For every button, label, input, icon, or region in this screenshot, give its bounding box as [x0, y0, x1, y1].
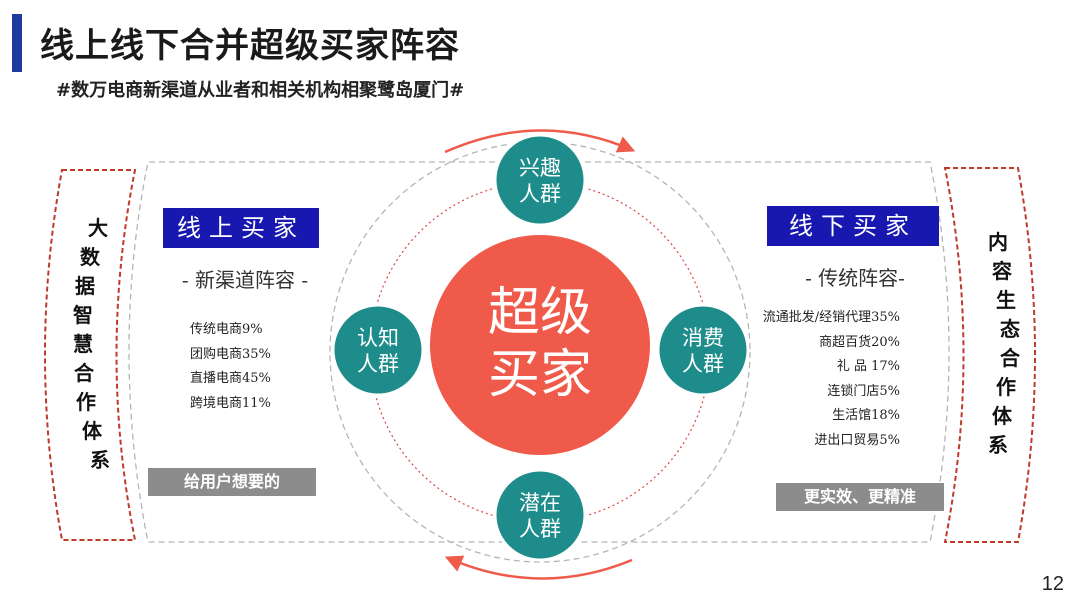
top-arrow-arc	[444, 129, 636, 154]
vertical-char: 合	[74, 361, 94, 385]
vertical-char: 慧	[73, 332, 93, 356]
bubble-left-line2: 人群	[357, 352, 399, 376]
online-list: 传统电商9% 团购电商35% 直播电商45% 跨境电商11%	[190, 318, 271, 416]
vertical-char: 智	[73, 303, 93, 327]
outer-ring	[329, 141, 751, 563]
list-item: 商超百货20%	[819, 334, 900, 350]
title-accent-bar	[12, 14, 22, 72]
list-item: 生活馆18%	[832, 408, 900, 423]
online-buyers-tag: 线上买家	[163, 208, 319, 248]
vertical-char: 作	[76, 390, 96, 414]
bubble-right-line1: 消费	[682, 326, 724, 350]
bubble-right-circle	[656, 303, 750, 397]
bubble-right-line2: 人群	[682, 352, 724, 376]
vertical-char: 数	[80, 245, 100, 269]
list-item: 传统电商9%	[190, 322, 263, 337]
vertical-char: 合	[1000, 346, 1020, 370]
vertical-char: 内	[988, 230, 1008, 254]
center-line2: 买家	[487, 345, 592, 405]
vertical-char: 大	[88, 216, 108, 240]
offline-buyers-tag: 线下买家	[767, 206, 939, 246]
online-value-button: 给用户想要的	[148, 468, 316, 496]
offline-value-button: 更实效、更精准	[776, 483, 944, 511]
list-item: 跨境电商11%	[190, 395, 271, 411]
vertical-char: 体	[992, 404, 1012, 428]
offline-subtitle: - 传统阵容-	[805, 266, 905, 290]
bubble-left-circle	[331, 303, 425, 397]
vertical-char: 据	[75, 274, 95, 298]
bubble-bottom-line2: 人群	[519, 517, 561, 541]
list-item: 团购电商35%	[190, 346, 271, 362]
vertical-char: 生	[996, 288, 1016, 312]
bubble-bottom-line1: 潜在	[519, 491, 561, 515]
vertical-char: 系	[988, 433, 1008, 457]
bubble-top-line2: 人群	[519, 182, 561, 206]
vertical-char: 体	[82, 419, 102, 443]
bubble-top: 兴趣 人群	[505, 155, 575, 207]
bubble-left: 认知 人群	[343, 325, 413, 377]
list-item: 礼 品 17%	[836, 359, 900, 374]
list-item: 进出口贸易5%	[814, 432, 900, 448]
right-panel-frame	[545, 161, 950, 543]
left-red-bracket	[44, 169, 137, 541]
list-item: 直播电商45%	[190, 371, 271, 386]
bubble-top-circle	[493, 133, 587, 227]
page-number: 12	[1041, 573, 1064, 595]
bubble-right: 消费 人群	[668, 325, 738, 377]
vertical-char: 系	[90, 448, 110, 472]
page-title: 线上线下合并超级买家阵容	[40, 26, 460, 66]
bubble-bottom-circle	[493, 468, 587, 562]
list-item: 连锁门店5%	[827, 383, 900, 399]
offline-list: 流通批发/经销代理35% 商超百货20% 礼 品 17% 连锁门店5% 生活馆1…	[760, 306, 900, 453]
bubble-bottom: 潜在 人群	[505, 490, 575, 542]
center-line1: 超级	[487, 283, 592, 343]
page-subtitle: #数万电商新渠道从业者和相关机构相聚鹭岛厦门#	[56, 80, 465, 101]
right-vertical-label: 内 容 生 态 合 作 体 系	[988, 226, 1020, 458]
vertical-char: 态	[1000, 317, 1020, 341]
bubble-top-line1: 兴趣	[519, 156, 561, 180]
bubble-left-line1: 认知	[357, 326, 399, 350]
right-red-bracket	[943, 167, 1036, 543]
bottom-arrow-arc	[444, 555, 633, 580]
online-subtitle: - 新渠道阵容 -	[181, 268, 309, 292]
vertical-char: 容	[992, 259, 1012, 283]
list-item: 流通批发/经销代理35%	[762, 310, 900, 325]
left-panel-frame	[128, 161, 535, 543]
center-circle	[430, 235, 650, 455]
left-vertical-label: 大 数 据 智 慧 合 作 体 系	[72, 212, 110, 473]
vertical-char: 作	[996, 375, 1016, 399]
center-label: 超级 买家	[470, 282, 610, 406]
